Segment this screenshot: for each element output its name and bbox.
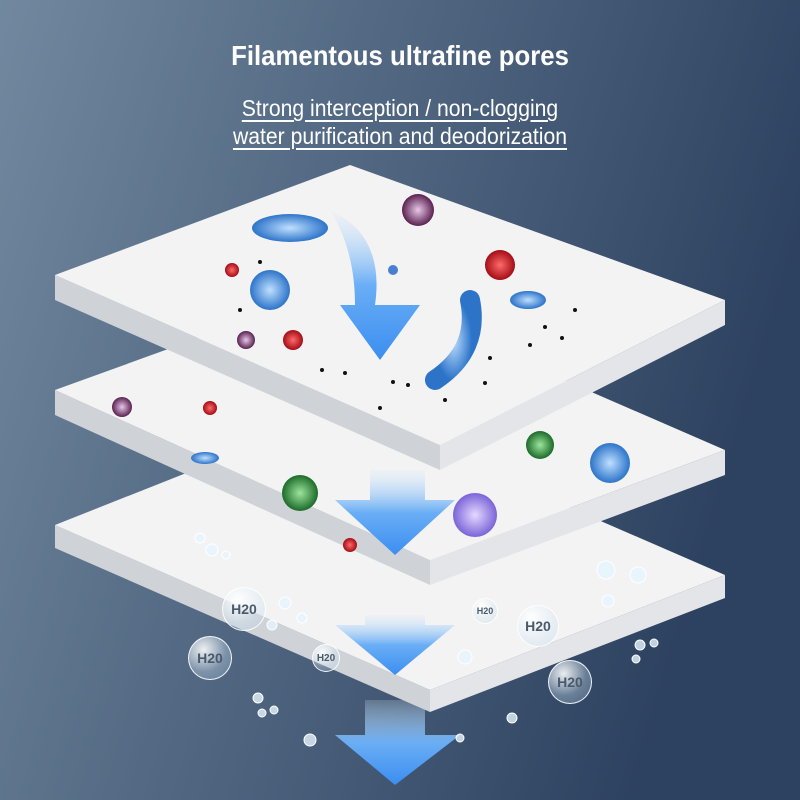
h2o-bubble: H20	[312, 644, 340, 672]
h2o-bubble: H20	[222, 587, 266, 631]
h2o-bubble: H20	[188, 636, 232, 680]
page-title: Filamentous ultrafine pores	[231, 40, 569, 71]
contaminants-layer-2	[112, 397, 630, 552]
arrow-down-icon	[335, 470, 455, 555]
subtitle-line-1: Strong interception / non-clogging	[32, 95, 768, 122]
water-molecules	[194, 532, 659, 747]
arrow-down-icon	[335, 615, 455, 675]
arrow-down-icon	[330, 210, 420, 360]
h2o-bubble: H20	[517, 605, 559, 647]
h2o-bubble: H20	[472, 598, 498, 624]
contaminants-layer-1	[225, 194, 577, 410]
h2o-bubble: H20	[548, 660, 592, 704]
arrow-down-icon	[335, 700, 460, 785]
subtitle-text: water purification and deodorization	[232, 123, 568, 149]
subtitle-line-2: water purification and deodorization	[32, 123, 768, 150]
subtitle-text: Strong interception / non-clogging	[241, 95, 559, 121]
